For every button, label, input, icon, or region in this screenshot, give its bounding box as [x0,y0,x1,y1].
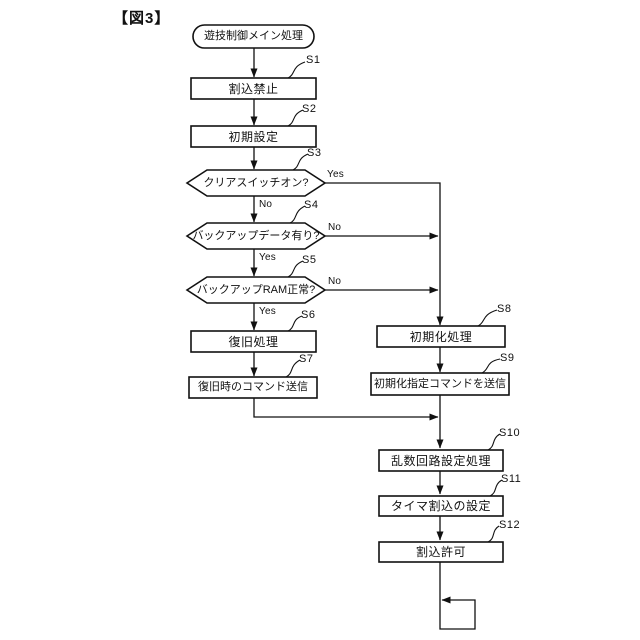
step-tag-s12: S12 [499,519,521,531]
leader-line-s4 [289,205,306,224]
process-label-s9: 初期化指定コマンドを送信 [374,377,506,390]
step-tag-s11: S11 [501,473,522,485]
start-terminal-label: 遊技制御メイン処理 [204,30,303,42]
process-box-s10 [378,449,504,472]
step-tag-s2: S2 [302,103,317,115]
step-tag-s9: S9 [500,352,515,364]
process-box-s7 [188,376,318,399]
process-box-s6 [190,330,317,353]
leader-line-s2 [287,109,304,127]
leader-line-s5 [287,260,304,278]
connector-s7-junction [253,398,439,421]
step-tag-s7: S7 [299,353,314,365]
leader-line-s1 [287,61,306,79]
branch-label-s5-yes: Yes [259,306,276,317]
connector-s3-yes-s8 [325,182,444,326]
process-label-s8: 初期化処理 [409,329,473,344]
process-box-s9 [370,372,510,396]
branch-label-s5-no: No [328,276,342,287]
step-tag-s5: S5 [302,254,317,266]
process-box-s8 [376,325,506,348]
step-tag-s1: S1 [306,54,321,66]
step-tag-s3: S3 [307,147,322,159]
process-label-s6: 復旧処理 [228,334,279,349]
branch-label-s4-no: No [328,222,342,233]
process-label-s11: タイマ割込の設定 [390,499,491,513]
branch-label-s4-yes: Yes [259,252,276,263]
leader-line-s6 [287,315,303,332]
leader-line-s8 [477,309,498,327]
leader-line-s10 [487,433,501,451]
leader-line-s7 [285,359,301,378]
decision-label-s4: バックアップデータ有り? [192,229,320,242]
start-terminal [192,24,315,49]
process-label-s12: 割込許可 [415,545,466,559]
endless-loop-path [439,562,476,630]
figure-title: 【図3】 [113,10,171,27]
decision-hexagon-s4 [185,222,327,250]
leader-line-s11 [489,479,503,497]
process-label-s2: 初期設定 [228,129,279,144]
process-box-s1 [190,77,317,100]
process-box-s12 [378,541,504,563]
decision-hexagon-s5 [185,276,327,304]
leader-line-s9 [481,358,501,374]
leader-line-s12 [487,525,500,543]
branch-label-s3-yes: Yes [327,169,344,180]
step-tag-s10: S10 [499,427,521,439]
process-label-s7: 復旧時のコマンド送信 [198,381,308,393]
leader-line-s3 [292,153,309,171]
step-tag-s8: S8 [497,303,512,315]
process-label-s1: 割込禁止 [228,81,279,96]
process-box-s11 [378,495,504,517]
process-label-s10: 乱数回路設定処理 [390,453,491,468]
decision-label-s5: バックアップRAM正常? [196,283,316,296]
decision-hexagon-s3 [185,169,327,197]
decision-label-s3: クリアスイッチオン? [203,176,309,189]
step-tag-s6: S6 [301,309,316,321]
process-box-s2 [190,125,317,148]
branch-label-s3-no: No [259,199,273,210]
step-tag-s4: S4 [304,199,319,211]
